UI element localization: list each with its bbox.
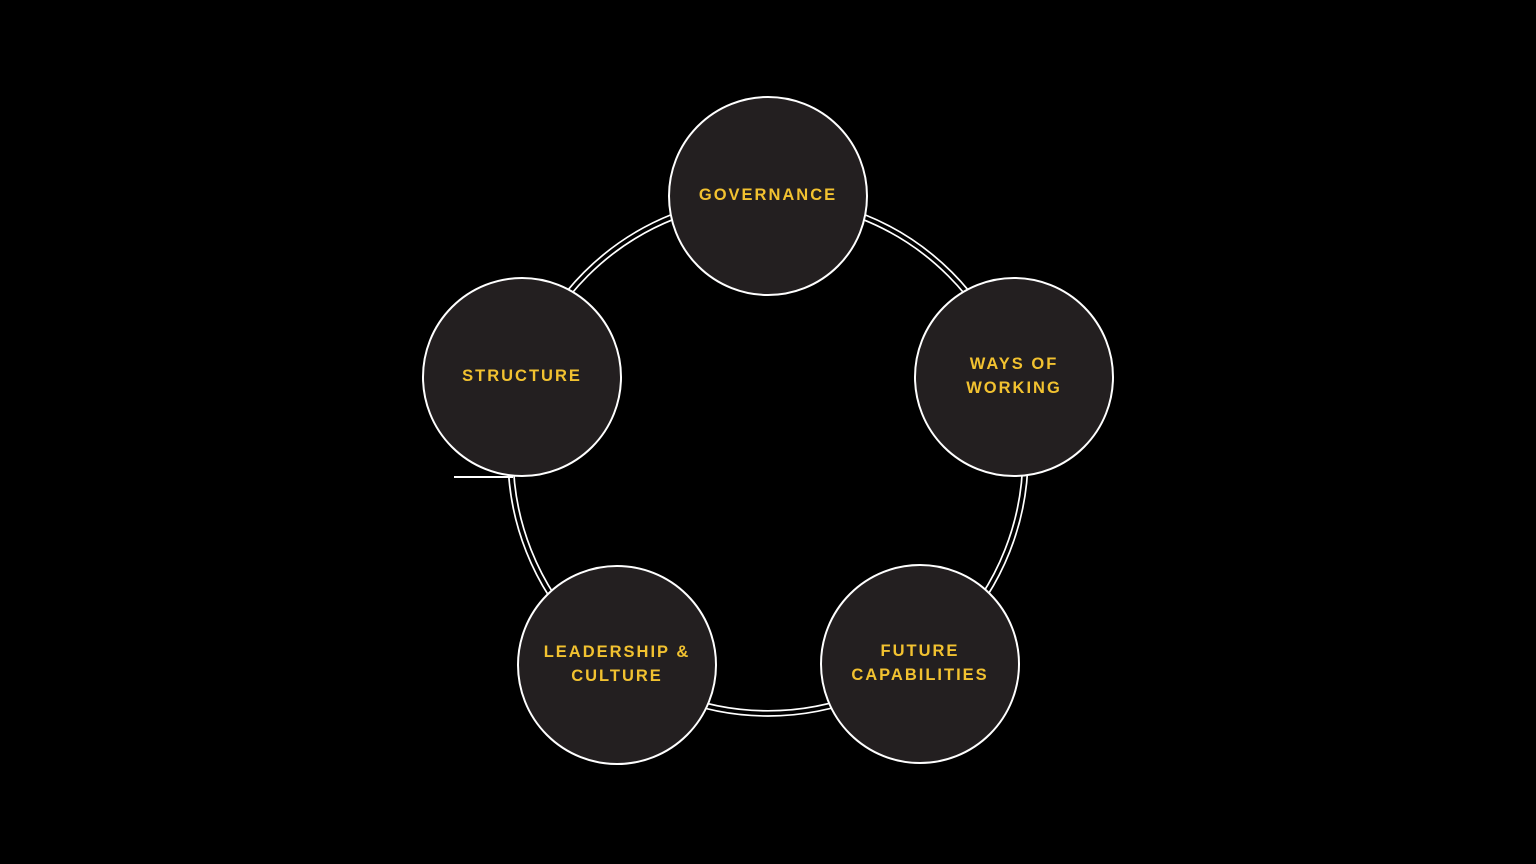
node-leadership-culture: LEADERSHIP & CULTURE bbox=[517, 565, 717, 765]
node-governance-label: GOVERNANCE bbox=[698, 186, 838, 205]
node-ways-of-working-label: WAYS OF WORKING bbox=[966, 355, 1062, 397]
node-structure-label: STRUCTURE bbox=[462, 367, 582, 386]
node-leadership-culture-label: LEADERSHIP & CULTURE bbox=[543, 643, 691, 685]
node-future-capabilities: FUTURE CAPABILITIES bbox=[820, 564, 1020, 764]
node-structure: STRUCTURE bbox=[422, 277, 622, 477]
node-future-capabilities-label: FUTURE CAPABILITIES bbox=[851, 642, 989, 684]
node-ways-of-working: WAYS OF WORKING bbox=[914, 277, 1114, 477]
node-governance: GOVERNANCE bbox=[668, 96, 868, 296]
